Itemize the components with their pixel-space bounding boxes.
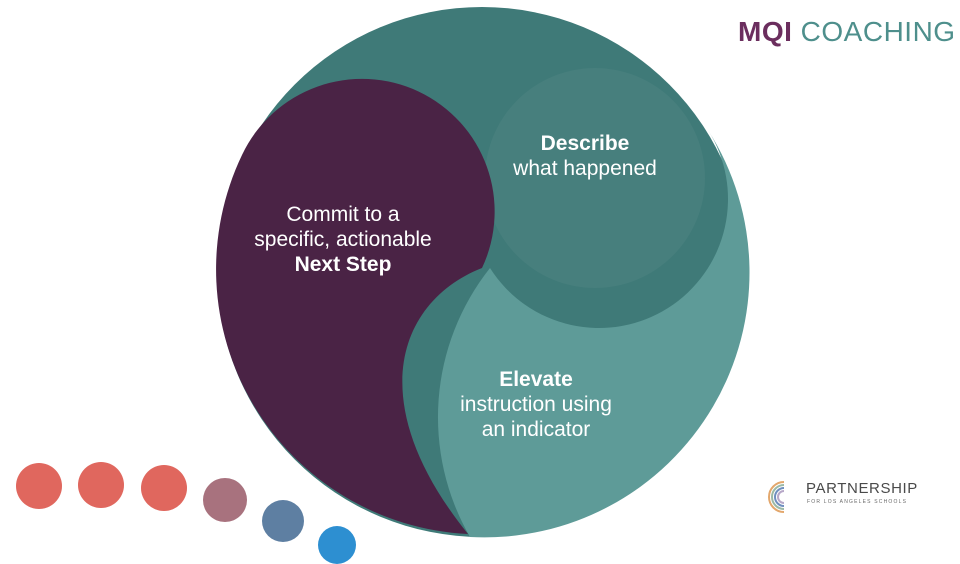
logo-word-coaching: COACHING xyxy=(800,16,956,47)
describe-label: Describe what happened xyxy=(480,131,690,181)
partnership-subtitle: FOR LOS ANGELES SCHOOLS xyxy=(807,499,908,505)
decor-dot-5 xyxy=(262,500,304,542)
decor-dot-2 xyxy=(78,462,124,508)
elevate-segment xyxy=(437,130,750,538)
elevate-label: Elevate instruction using an indicator xyxy=(426,367,646,442)
partnership-rings-icon xyxy=(768,478,804,516)
cycle-diagram xyxy=(216,7,750,538)
next-step-label: Commit to a specific, actionable Next St… xyxy=(233,202,453,277)
elevate-line-2: an indicator xyxy=(481,418,591,441)
decor-dot-6 xyxy=(318,526,356,564)
next-step-segment xyxy=(216,78,495,535)
decor-dot-3 xyxy=(141,465,187,511)
elevate-bold: Elevate xyxy=(499,368,573,391)
decor-dot-1 xyxy=(16,463,62,509)
describe-line-1: what happened xyxy=(513,157,657,180)
next-step-line-1: Commit to a xyxy=(286,203,400,226)
next-step-line-2: specific, actionable xyxy=(254,228,432,251)
logo-word-mqi: MQI xyxy=(738,16,793,47)
partnership-logo: PARTNERSHIP FOR LOS ANGELES SCHOOLS xyxy=(764,474,954,520)
next-step-bold: Next Step xyxy=(294,253,392,276)
mqi-coaching-logo: MQI COACHING xyxy=(738,14,956,50)
partnership-name: PARTNERSHIP xyxy=(806,480,918,497)
describe-bold: Describe xyxy=(540,132,630,155)
elevate-line-1: instruction using xyxy=(460,393,612,416)
describe-segment xyxy=(485,68,705,288)
decor-dot-4 xyxy=(203,478,247,522)
